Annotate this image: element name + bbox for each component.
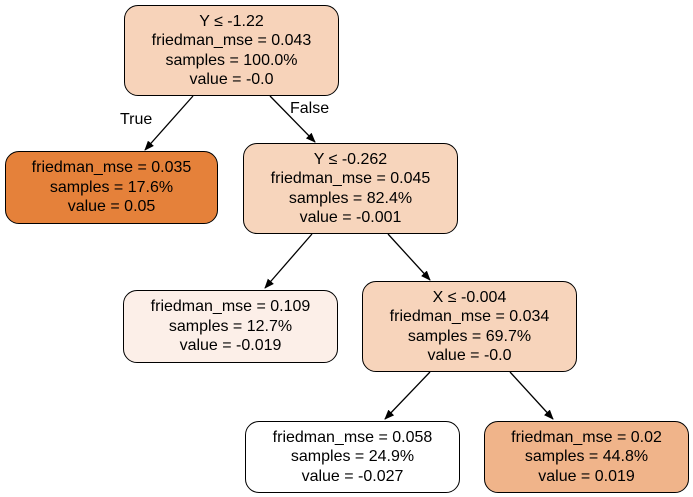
node-line: value = -0.0 [189, 71, 274, 88]
tree-node-root: Y ≤ -1.22 friedman_mse = 0.043 samples =… [124, 5, 339, 96]
node-line: Y ≤ -1.22 [199, 12, 264, 30]
edge-root-to-right-split [269, 95, 316, 143]
node-line: samples = 82.4% [288, 189, 413, 207]
tree-node-left-leaf: friedman_mse = 0.035 samples = 17.6% val… [5, 151, 218, 224]
node-line: friedman_mse = 0.043 [151, 32, 312, 49]
node-line: samples = 44.8% [524, 448, 649, 466]
node-line: samples = 12.7% [168, 317, 293, 335]
node-line: friedman_mse = 0.034 [389, 308, 550, 325]
edge-label-false: False [290, 100, 330, 117]
node-line: value = 0.019 [538, 467, 635, 485]
node-line: value = -0.027 [301, 467, 404, 485]
node-line: X ≤ -0.004 [432, 288, 507, 306]
node-line: value = -0.019 [179, 337, 282, 355]
edge-root-to-left-leaf [144, 95, 194, 151]
node-line: Y ≤ -0.262 [313, 150, 388, 168]
tree-node-inner-split: X ≤ -0.004 friedman_mse = 0.034 samples … [362, 281, 577, 372]
node-line: samples = 24.9% [290, 448, 415, 466]
tree-node-right-split: Y ≤ -0.262 friedman_mse = 0.045 samples … [243, 143, 458, 234]
edge-inner-split-to-bottom-right-leaf [509, 371, 554, 420]
tree-node-bottom-left-leaf: friedman_mse = 0.058 samples = 24.9% val… [245, 421, 460, 493]
tree-node-mid-leaf: friedman_mse = 0.109 samples = 12.7% val… [123, 290, 338, 363]
node-line: friedman_mse = 0.02 [511, 428, 662, 446]
node-line: value = -0.001 [299, 209, 402, 226]
edge-label-true: True [120, 111, 153, 128]
node-line: friedman_mse = 0.045 [270, 170, 431, 187]
edge-inner-split-to-bottom-left-leaf [384, 371, 431, 420]
tree-node-bottom-right-leaf: friedman_mse = 0.02 samples = 44.8% valu… [484, 421, 689, 493]
edge-right-split-to-mid-leaf [264, 233, 313, 289]
node-line: samples = 17.6% [49, 178, 174, 196]
node-line: friedman_mse = 0.035 [31, 159, 192, 177]
node-line: samples = 100.0% [165, 51, 298, 69]
node-line: friedman_mse = 0.058 [272, 428, 433, 446]
node-line: friedman_mse = 0.109 [150, 298, 311, 316]
node-line: samples = 69.7% [407, 327, 532, 345]
node-line: value = -0.0 [427, 347, 512, 364]
node-line: value = 0.05 [67, 198, 156, 216]
edge-right-split-to-inner-split [387, 233, 431, 281]
